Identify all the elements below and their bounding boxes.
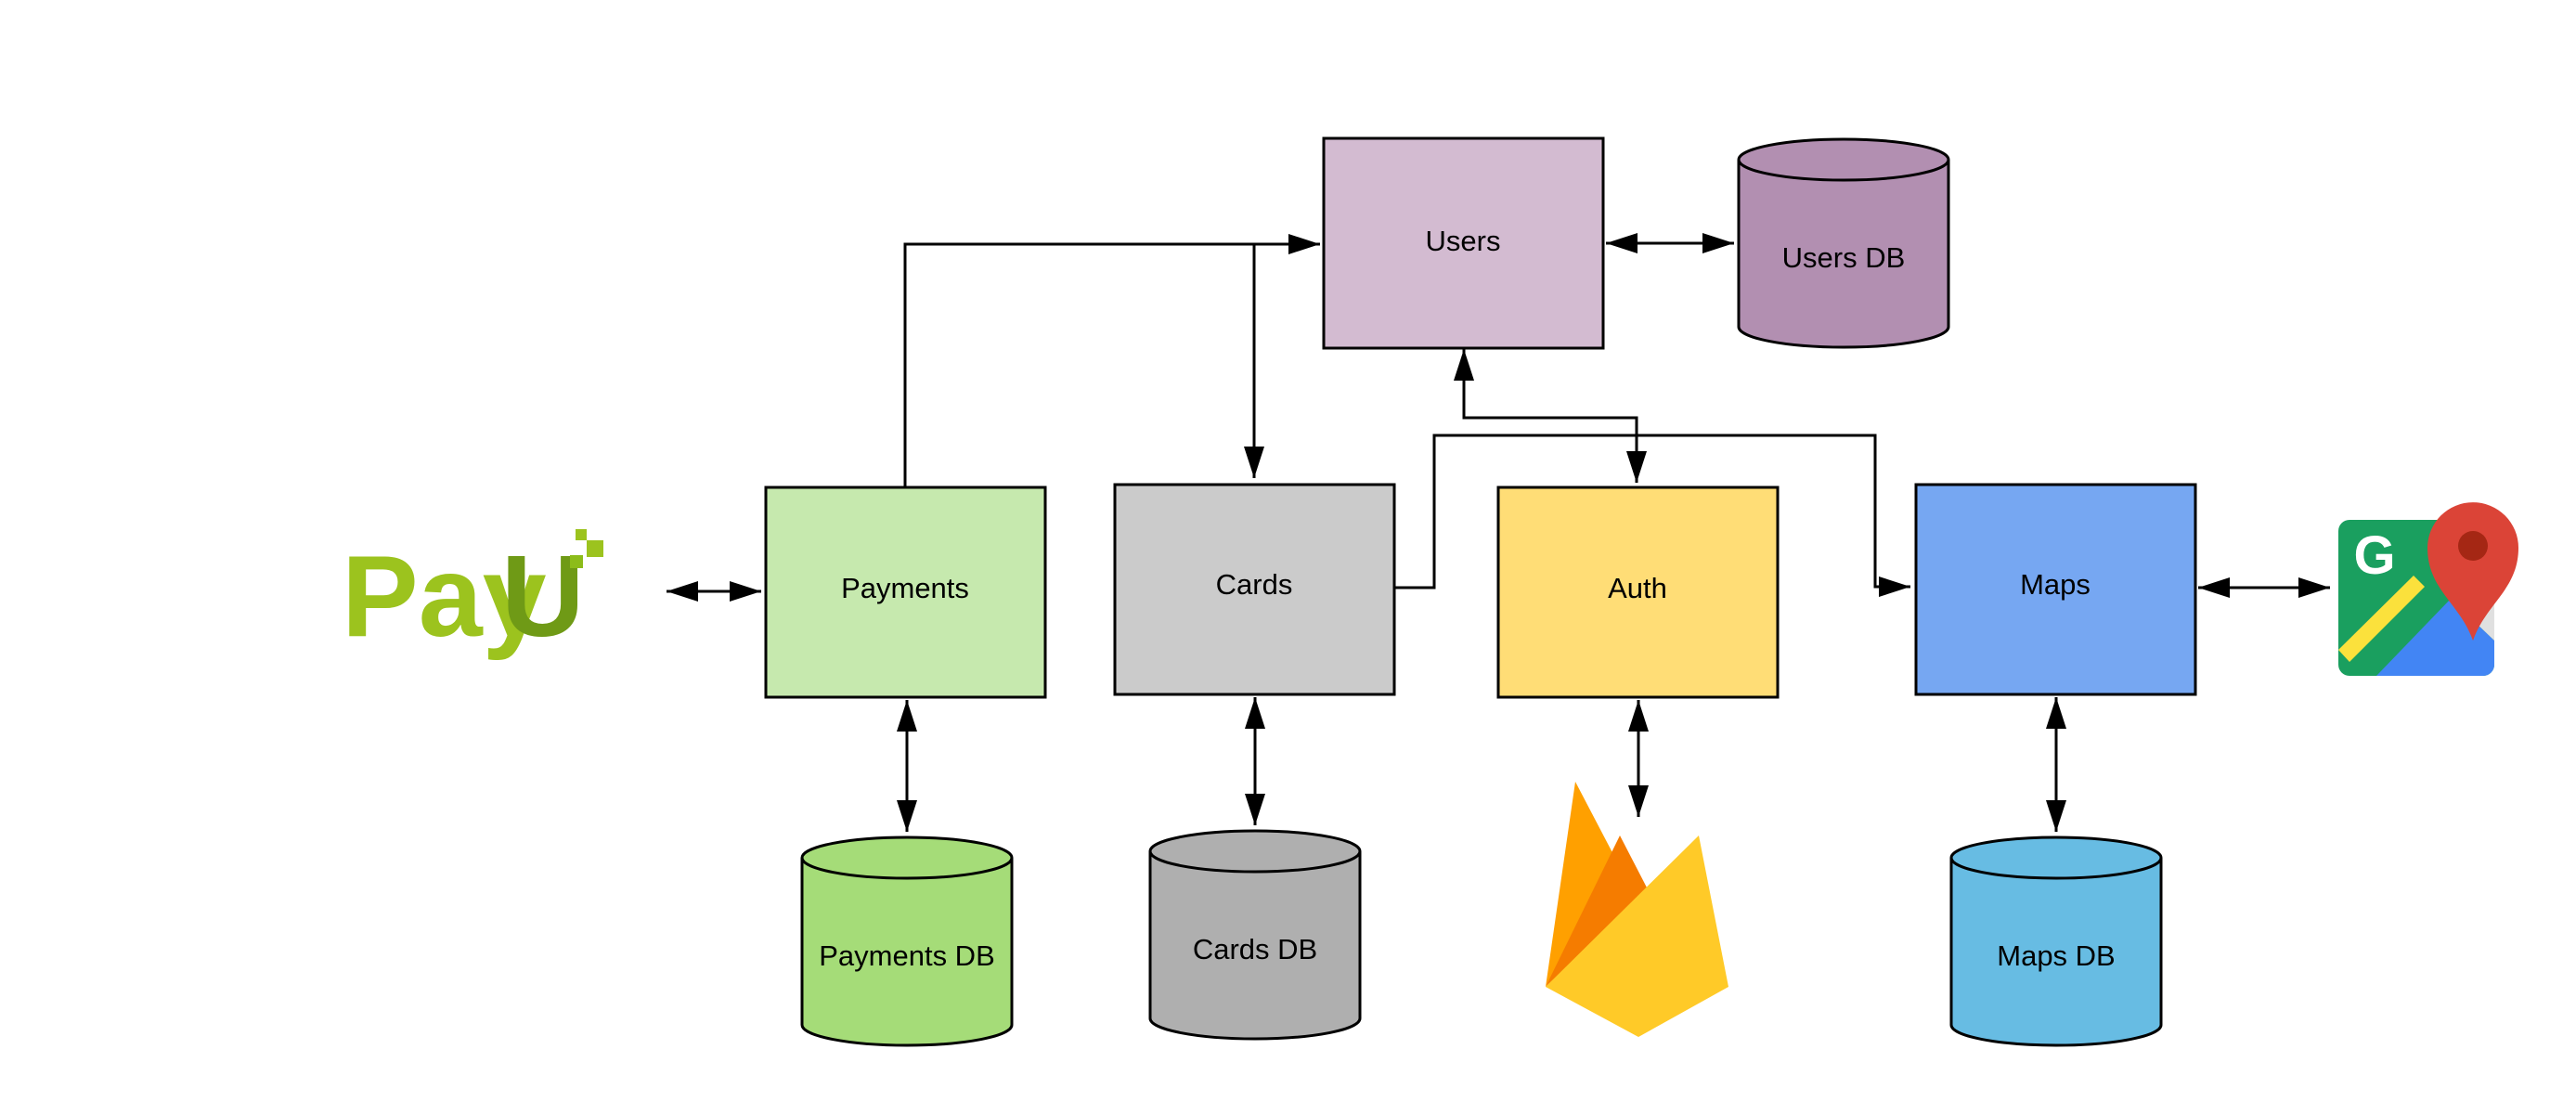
edge-auth-users <box>1454 349 1647 483</box>
auth-box <box>1496 486 1780 699</box>
firebase-flame-right <box>1546 836 1728 1037</box>
payments-db-cylinder <box>800 836 1014 1047</box>
node-payments-db[interactable]: Payments DB <box>800 836 1014 1047</box>
gmaps-g-letter: G <box>2353 525 2395 586</box>
node-cards-db[interactable]: Cards DB <box>1148 829 1362 1041</box>
node-auth[interactable]: Auth <box>1496 486 1780 699</box>
auth-label: Auth <box>1608 572 1667 604</box>
payments-db-rim <box>800 857 1014 880</box>
edge-payments-users <box>903 234 1320 486</box>
payu-logo: Pay U <box>342 529 603 661</box>
cards-label: Cards <box>1216 568 1293 601</box>
maps-db-rim <box>1949 857 2163 880</box>
cards-db-label: Cards DB <box>1193 933 1317 965</box>
cards-db-rim <box>1148 850 1362 874</box>
node-payments[interactable]: Payments <box>764 486 1047 699</box>
payu-logo-pixel <box>570 555 583 568</box>
payu-logo-pay: Pay <box>342 533 547 661</box>
gmaps-pin-dot <box>2458 531 2488 561</box>
payu-logo-u: U <box>501 533 585 661</box>
payu-logo-pixel <box>587 540 603 557</box>
edge-cards-maps <box>1394 434 1910 597</box>
payments-box <box>764 486 1047 699</box>
users-box <box>1322 136 1605 350</box>
node-maps[interactable]: Maps <box>1914 483 2197 696</box>
maps-db-cylinder <box>1949 836 2163 1047</box>
payments-label: Payments <box>841 572 969 604</box>
maps-label: Maps <box>2020 568 2091 601</box>
payments-db-label: Payments DB <box>819 939 995 972</box>
payu-logo-pixel <box>576 529 587 540</box>
node-users[interactable]: Users <box>1322 136 1605 350</box>
maps-db-label: Maps DB <box>1997 939 2115 972</box>
node-cards[interactable]: Cards <box>1113 483 1396 696</box>
node-users-db[interactable]: Users DB <box>1737 137 1950 349</box>
users-label: Users <box>1426 225 1501 257</box>
gmaps-pin <box>2427 502 2518 641</box>
firebase-logo <box>1546 782 1728 1037</box>
firebase-flame-middle <box>1546 836 1648 987</box>
users-db-label: Users DB <box>1782 241 1906 274</box>
node-maps-db[interactable]: Maps DB <box>1949 836 2163 1047</box>
gmaps-tile-yellow <box>2338 576 2425 662</box>
cards-box <box>1113 483 1396 696</box>
firebase-flame-left <box>1546 782 1617 987</box>
cards-db-cylinder <box>1148 829 1362 1041</box>
users-db-rim <box>1737 159 1950 182</box>
connectors <box>667 233 2330 832</box>
google-maps-logo: G <box>2338 502 2518 676</box>
users-db-cylinder <box>1737 137 1950 349</box>
maps-box <box>1914 483 2197 696</box>
